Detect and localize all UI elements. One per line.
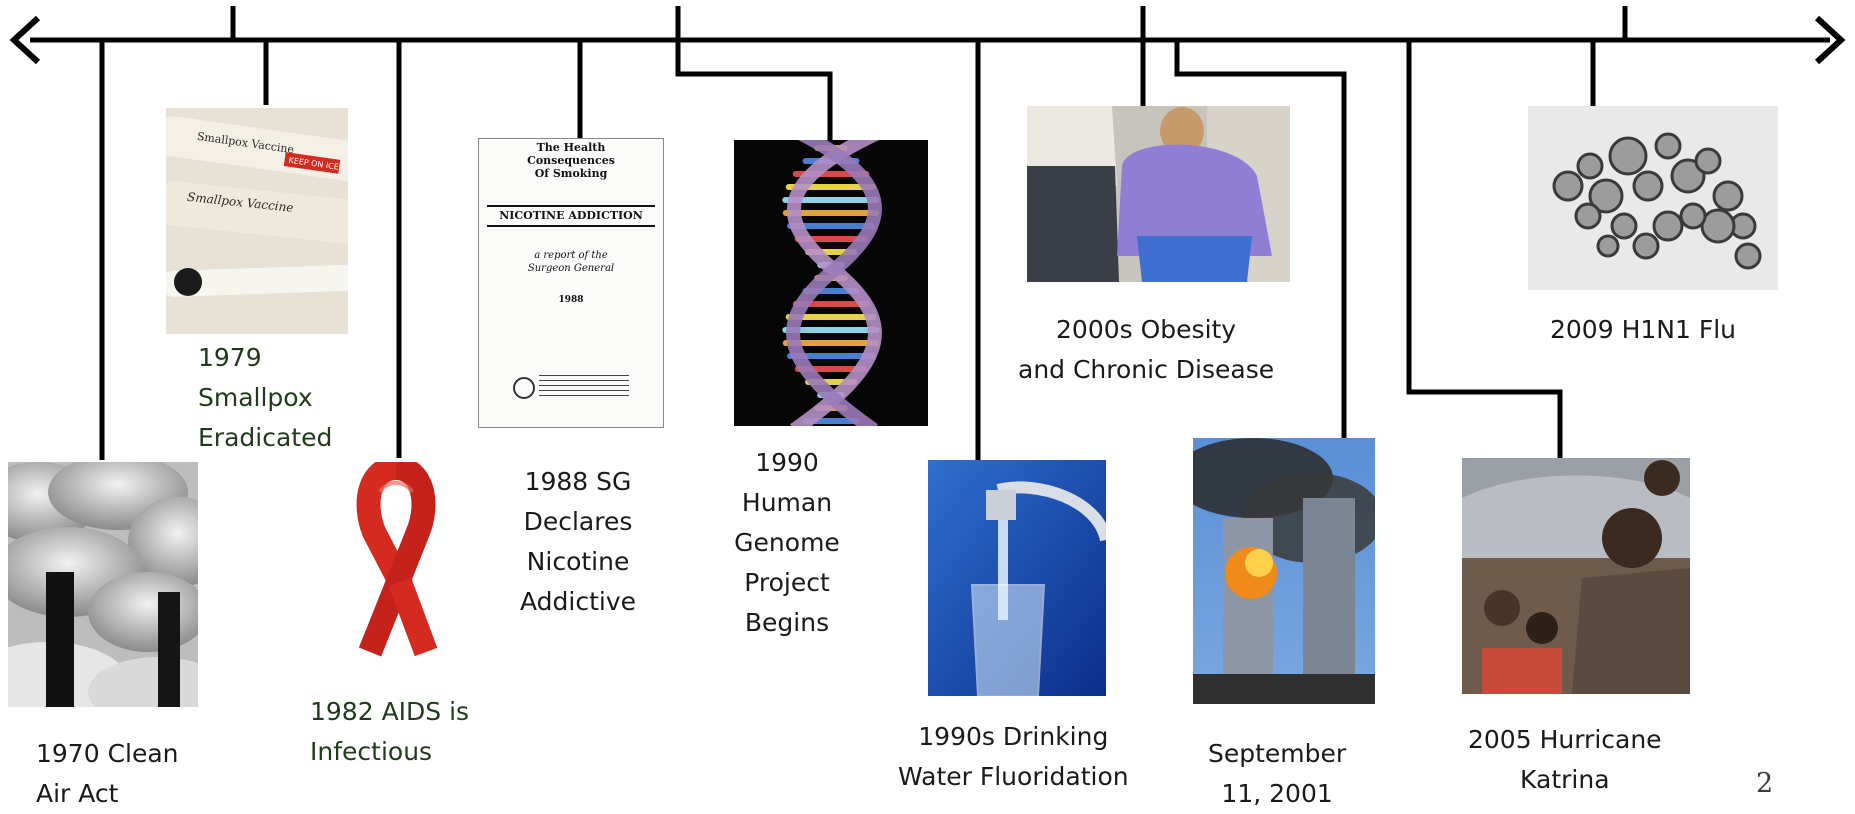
virus-particle bbox=[1734, 242, 1762, 270]
left-arrowhead bbox=[9, 15, 41, 65]
virus-particle bbox=[1552, 170, 1584, 202]
obesity-photo bbox=[1027, 106, 1290, 282]
virus-particle bbox=[1576, 152, 1604, 180]
virus-particle bbox=[1652, 210, 1684, 242]
report-subtitle: a report of the Surgeon General bbox=[527, 250, 615, 274]
virus-particle bbox=[1694, 147, 1722, 175]
event-label-2000s: 2000s Obesity and Chronic Disease bbox=[1018, 315, 1275, 384]
report-title: The Health Consequences Of Smoking bbox=[527, 141, 615, 180]
event-label-2001: September 11, 2001 bbox=[1208, 739, 1347, 808]
event-label-1982: 1982 AIDS is Infectious bbox=[310, 697, 470, 766]
virus-particle bbox=[1610, 212, 1638, 240]
virus-particle bbox=[1574, 202, 1602, 230]
page-number: 2 bbox=[1756, 768, 1774, 799]
dna-helix-photo bbox=[734, 140, 928, 426]
virus-particle bbox=[1588, 178, 1624, 214]
event-label-1990: 1990 Human Genome Project Begins bbox=[734, 448, 840, 637]
report-heading: NICOTINE ADDICTION bbox=[499, 209, 643, 222]
smallpox-vaccine-photo: Smallpox Vaccine Smallpox Vaccine KEEP O… bbox=[166, 108, 348, 334]
virus-particle bbox=[1632, 170, 1664, 202]
event-label-1988: 1988 SG Declares Nicotine Addictive bbox=[520, 467, 637, 616]
virus-particle bbox=[1712, 180, 1744, 212]
event-label-2009: 2009 H1N1 Flu bbox=[1550, 315, 1736, 344]
hhs-seal-icon bbox=[513, 377, 535, 399]
surgeon-general-report-cover: The Health Consequences Of Smoking NICOT… bbox=[478, 138, 664, 428]
report-publisher-block bbox=[539, 375, 629, 397]
virus-particle bbox=[1700, 208, 1736, 244]
katrina-evacuees-photo bbox=[1462, 458, 1690, 694]
tap-water-photo bbox=[928, 460, 1106, 696]
virus-particle bbox=[1654, 132, 1682, 160]
virus-particle bbox=[1632, 232, 1660, 260]
h1n1-virus-micrograph bbox=[1528, 106, 1778, 290]
virus-particle bbox=[1596, 234, 1620, 258]
event-label-1970: 1970 Clean Air Act bbox=[36, 739, 179, 808]
red-ribbon bbox=[340, 462, 452, 668]
event-label-2005: 2005 Hurricane Katrina bbox=[1468, 725, 1662, 794]
connector-2001 bbox=[1174, 40, 1347, 440]
smokestacks-photo bbox=[8, 462, 198, 707]
report-year: 1988 bbox=[558, 295, 584, 305]
twin-towers-photo bbox=[1193, 438, 1375, 704]
virus-particle bbox=[1608, 136, 1648, 176]
right-arrowhead bbox=[1814, 15, 1846, 65]
connector-1990 bbox=[675, 40, 833, 140]
virus-particle bbox=[1670, 158, 1706, 194]
event-label-1990s: 1990s Drinking Water Fluoridation bbox=[898, 722, 1129, 791]
connector-2005 bbox=[1406, 40, 1563, 460]
virus-particle bbox=[1679, 202, 1707, 230]
event-label-1979: 1979 Smallpox Eradicated bbox=[198, 343, 333, 452]
